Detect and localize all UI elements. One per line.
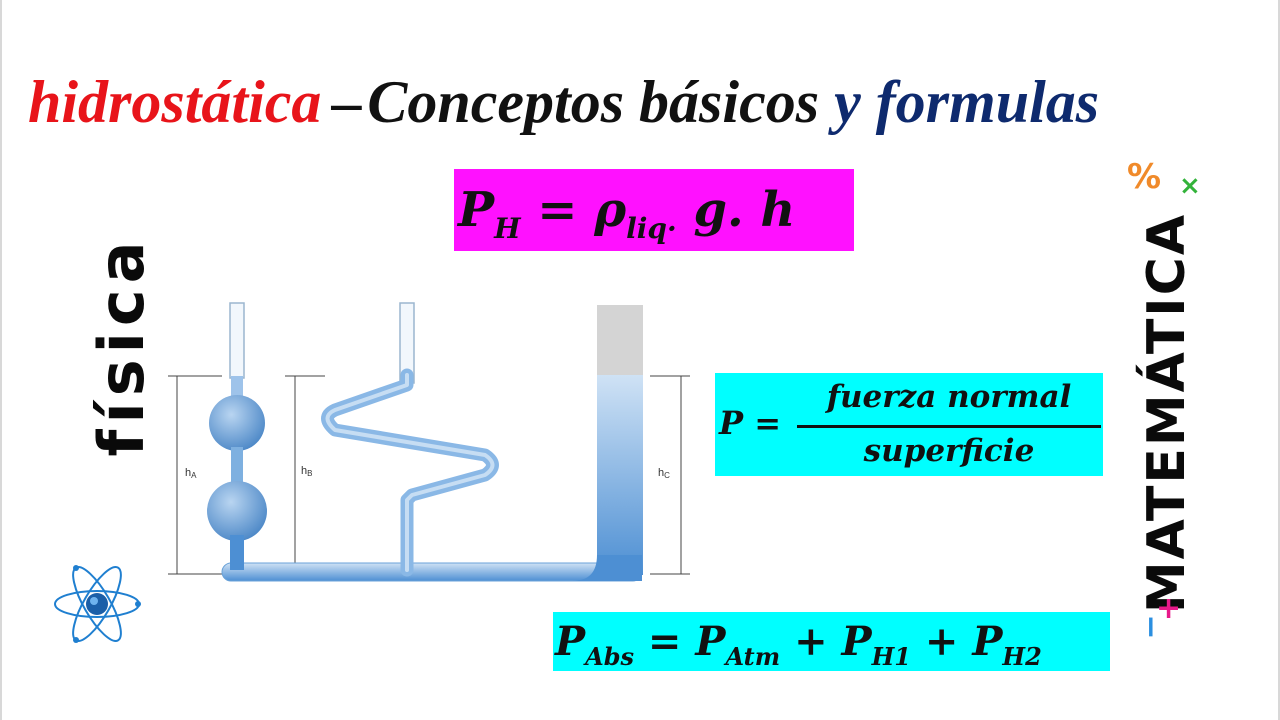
- formula-ph-subscript: H: [494, 212, 521, 245]
- formula-numerator: fuerza normal: [826, 379, 1072, 415]
- formula-equals: =: [520, 182, 595, 238]
- title-dash: –: [331, 69, 362, 135]
- formula-p-equals: P =: [719, 404, 782, 442]
- formula-rho-subscript: liq·: [626, 212, 677, 245]
- atom-icon: [54, 565, 141, 643]
- left-lower-bulb: [207, 481, 267, 541]
- formula-patm-sub: Atm: [725, 642, 781, 671]
- formula-ph-symbol: P: [458, 182, 495, 238]
- plus-symbol: +: [1156, 591, 1182, 626]
- formula-patm: P: [695, 618, 726, 665]
- formula-pabs-sub: Abs: [585, 642, 634, 671]
- fraction-bar: [797, 425, 1101, 428]
- title-hidrostatica: hidrostática: [28, 69, 322, 135]
- formula-denominator: superficie: [863, 433, 1035, 469]
- formula-rho: ρ: [594, 182, 627, 238]
- formula-absolute-pressure: PAbs = PAtm + PH1 + PH2: [553, 612, 1110, 671]
- title-formulas: y formulas: [834, 69, 1100, 135]
- formula-pabs: P: [555, 618, 586, 665]
- bottom-pipe: [221, 562, 643, 582]
- formula-abs-equals: =: [634, 618, 696, 665]
- formula-plus-2: +: [910, 618, 973, 665]
- formula-pressure-definition: P = fuerza normal superficie: [715, 373, 1103, 476]
- formula-ph2: P: [972, 618, 1003, 665]
- times-symbol: ×: [1179, 171, 1201, 201]
- formula-ph1: P: [841, 618, 872, 665]
- formula-ph1-sub: H1: [871, 642, 911, 671]
- label-h-a: hA: [185, 467, 197, 480]
- minus-symbol: −: [1133, 614, 1169, 640]
- title-conceptos: Conceptos básicos: [367, 69, 820, 135]
- communicating-vessels-diagram: [168, 302, 690, 582]
- formula-ph2-sub: H2: [1002, 642, 1042, 671]
- right-tube-liquid: [597, 375, 643, 575]
- matematica-text: MATEMÁTICA: [1137, 212, 1197, 614]
- fisica-text: física: [85, 235, 158, 457]
- label-h-b: hB: [301, 465, 313, 478]
- formula-plus-1: +: [780, 618, 842, 665]
- label-h-c: hC: [658, 467, 670, 480]
- percent-symbol: %: [1127, 157, 1162, 197]
- left-tube-top: [229, 302, 245, 379]
- page-title: hidrostática–Conceptos básicos y formula…: [28, 62, 1258, 142]
- right-tube-empty: [597, 305, 643, 377]
- formula-hydrostatic-pressure: PH = ρliq· g. h: [454, 169, 854, 251]
- left-upper-bulb: [209, 395, 265, 451]
- formula-gh: g. h: [676, 182, 796, 238]
